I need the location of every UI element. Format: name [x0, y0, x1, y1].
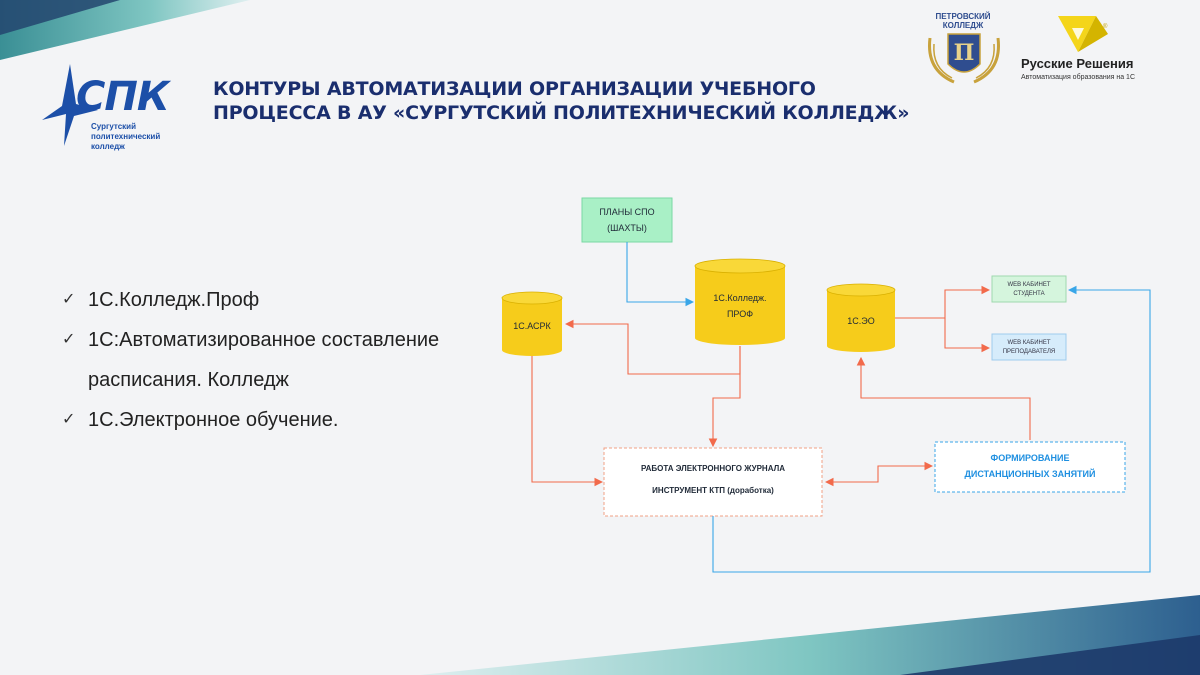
petrovsky-logo-caption: ПЕТРОВСКИЙ КОЛЛЕДЖ: [935, 12, 991, 30]
svg-text:П: П: [954, 40, 975, 66]
check-icon: ✓: [62, 331, 76, 348]
web-student-box: [991, 275, 1067, 303]
product-list: ✓ 1С.Колледж.Проф ✓ 1С:Автоматизированно…: [62, 280, 492, 440]
spk-logo-caption: Сургутский политехнический колледж: [91, 122, 161, 151]
asrk-label: 1С.АСРК: [513, 321, 551, 331]
plans-label: ПЛАНЫ СПО (ШАХТЫ): [599, 207, 655, 233]
petrovsky-emblem-icon: П: [928, 33, 1000, 84]
page-title: КОНТУРЫ АВТОМАТИЗАЦИИ ОРГАНИЗАЦИИ УЧЕБНО…: [213, 78, 910, 124]
journal-label: РАБОТА ЭЛЕКТРОННОГО ЖУРНАЛА ИНСТРУМЕНТ К…: [641, 464, 785, 495]
distance-label: ФОРМИРОВАНИЕ ДИСТАНЦИОННЫХ ЗАНЯТИЙ: [964, 453, 1096, 479]
list-item: ✓ 1С:Автоматизированное составление расп…: [62, 320, 492, 400]
db-college: [694, 258, 786, 345]
check-icon: ✓: [62, 411, 76, 428]
db-eo: [826, 283, 896, 352]
journal-box: [603, 447, 823, 517]
college-label: 1С.Колледж. ПРОФ: [713, 293, 767, 319]
check-icon: ✓: [62, 291, 76, 308]
plans-box: [581, 197, 673, 243]
spk-logo-abbr: СПК: [76, 74, 170, 120]
spk-emblem-icon: [42, 64, 98, 146]
registered-mark: ®: [1103, 24, 1108, 30]
distance-box: [934, 441, 1126, 493]
list-item: ✓ 1С.Колледж.Проф: [62, 280, 492, 320]
russkie-resheniya-tagline: Автоматизация образования на 1С: [1021, 74, 1136, 81]
web-teacher-box: [991, 333, 1067, 361]
russkie-resheniya-name: Русские Решения: [1021, 56, 1134, 71]
list-item: ✓ 1С.Электронное обучение.: [62, 400, 492, 440]
russkie-resheniya-emblem-icon: [1058, 16, 1108, 52]
eo-label: 1С.ЭО: [847, 316, 875, 326]
db-asrk: [501, 291, 563, 356]
web-teacher-label: WEB КАБИНЕТ ПРЕПОДАВАТЕЛЯ: [1002, 340, 1056, 355]
web-student-label: WEB КАБИНЕТ СТУДЕНТА: [1007, 282, 1051, 297]
